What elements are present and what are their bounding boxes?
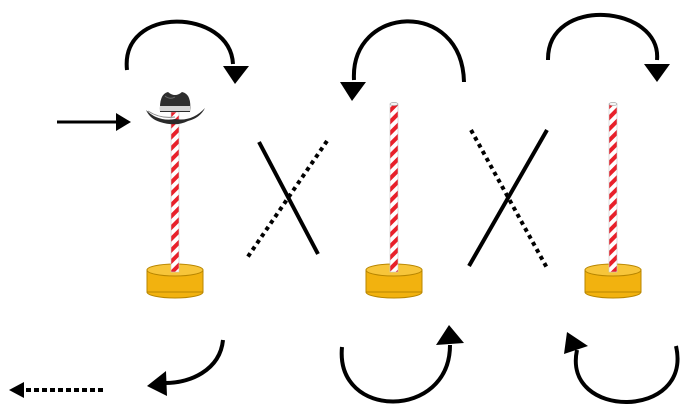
crossing-2-solid bbox=[467, 129, 549, 267]
top-arc-1 bbox=[124, 19, 249, 84]
crossing-2 bbox=[467, 129, 549, 269]
pole-1 bbox=[146, 111, 204, 299]
cowboy-hat-icon bbox=[146, 92, 205, 125]
pole-2 bbox=[365, 102, 423, 299]
exit-arrow bbox=[9, 382, 103, 398]
crossing-1 bbox=[245, 139, 329, 260]
pole-cap-3 bbox=[608, 102, 618, 106]
pole-shaft-3 bbox=[608, 103, 618, 273]
pole-3 bbox=[584, 102, 642, 299]
crossing-2-dotted bbox=[469, 129, 549, 269]
top-arc-3 bbox=[545, 13, 670, 82]
crossing-1-dotted bbox=[245, 139, 329, 260]
bottom-arc-1 bbox=[147, 339, 225, 396]
bottom-arc-2 bbox=[339, 325, 464, 404]
pole-shaft-1 bbox=[170, 111, 180, 273]
crossing-1-solid bbox=[257, 141, 320, 255]
entry-arrow bbox=[57, 113, 131, 131]
top-arc-2 bbox=[340, 19, 466, 101]
bottom-arc-3 bbox=[564, 332, 680, 404]
pole-shaft-2 bbox=[389, 103, 399, 273]
pole-cap-2 bbox=[389, 102, 399, 106]
